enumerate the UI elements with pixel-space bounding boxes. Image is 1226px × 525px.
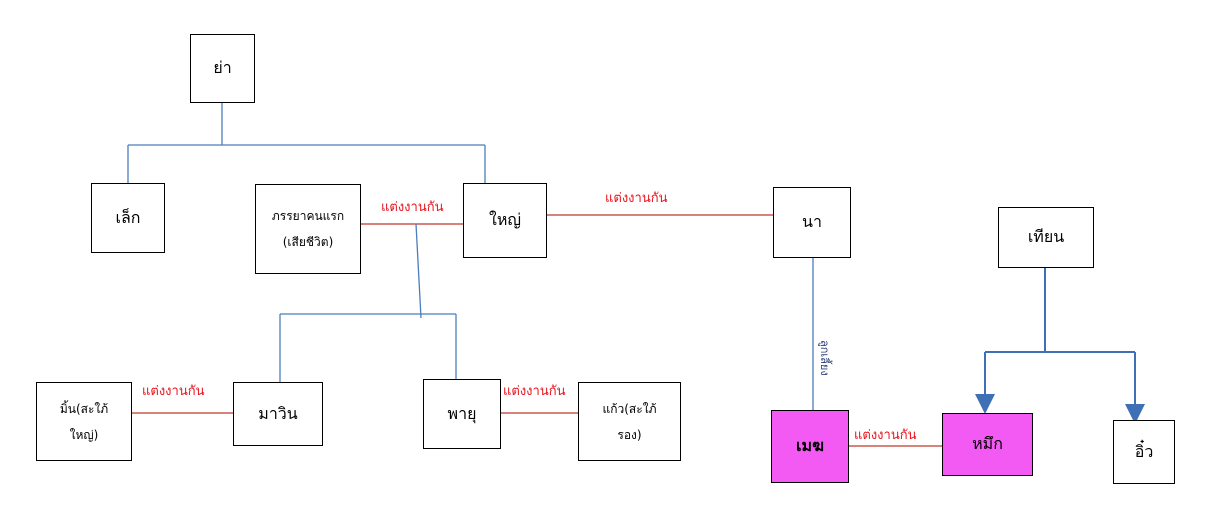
node-first-wife-line2: (เสียชีวิต): [282, 235, 334, 249]
node-muek-label: หมึก: [972, 434, 1003, 453]
node-kaew: แก้ว(สะใภ้ รอง): [578, 382, 681, 461]
node-io-label: อิ๋ว: [1134, 441, 1154, 461]
node-mim: มิ้น(สะใภ้ ใหญ่): [36, 382, 132, 461]
node-ya: ย่า: [190, 34, 255, 103]
node-yai-label: ใหญ่: [489, 210, 521, 229]
node-kaew-line2: รอง): [617, 427, 642, 442]
node-tian: เทียน: [998, 207, 1094, 268]
married-label-payu-kaew: แต่งงานกัน: [503, 384, 566, 399]
node-mawin: มาวิน: [233, 382, 323, 446]
node-tian-label: เทียน: [1027, 227, 1065, 246]
node-ya-label: ย่า: [213, 58, 232, 77]
node-first-wife: ภรรยาคนแรก (เสียชีวิต): [255, 184, 361, 274]
node-lek-label: เล็ก: [115, 207, 141, 227]
married-label-yai-na: แต่งงานกัน: [605, 191, 668, 206]
node-payu: พายุ: [423, 379, 501, 449]
node-mim-line2: ใหญ่): [69, 427, 99, 442]
stepchild-label: ลูกเลี้ยง: [818, 340, 831, 376]
node-na: นา: [773, 187, 851, 258]
node-mim-line1: มิ้น(สะใภ้: [59, 401, 109, 416]
node-lek: เล็ก: [91, 183, 165, 253]
node-io: อิ๋ว: [1113, 420, 1175, 484]
node-first-wife-line1: ภรรยาคนแรก: [271, 209, 345, 223]
married-label-mek-muek: แต่งงานกัน: [854, 428, 917, 443]
node-mek-label: เมฆ: [796, 436, 824, 455]
node-mek: เมฆ: [771, 410, 849, 483]
node-mawin-label: มาวิน: [258, 403, 298, 423]
couple-down-line: [415, 223, 422, 319]
node-yai: ใหญ่: [463, 183, 547, 258]
node-na-label: นา: [802, 212, 822, 231]
node-payu-label: พายุ: [447, 403, 477, 423]
married-label-firstwife-yai: แต่งงานกัน: [381, 200, 444, 215]
married-label-mim-mawin: แต่งงานกัน: [142, 384, 205, 399]
node-kaew-line1: แก้ว(สะใภ้: [602, 401, 657, 416]
node-muek: หมึก: [942, 413, 1033, 476]
